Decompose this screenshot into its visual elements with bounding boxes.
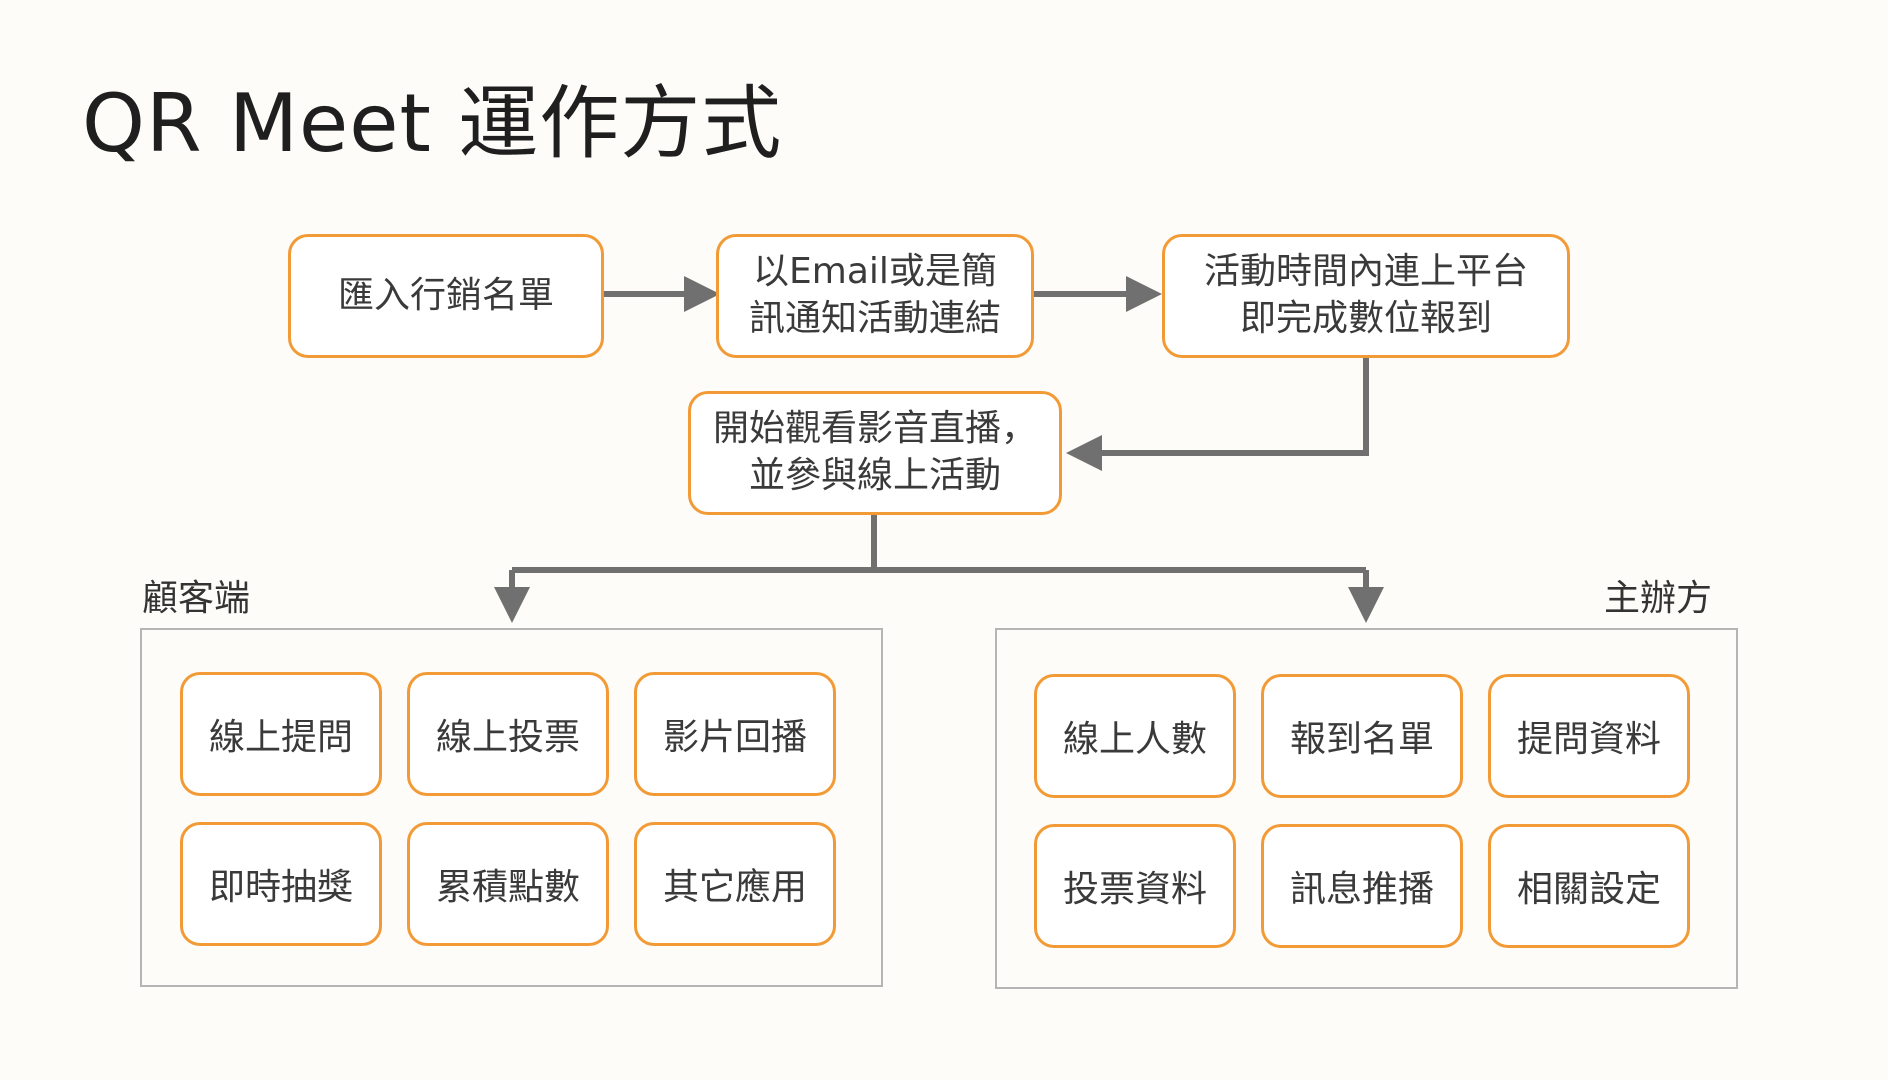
page-title: QR Meet 運作方式	[82, 77, 783, 170]
customer-item-online-question: 線上提問	[180, 672, 382, 796]
customer-item-instant-lottery: 即時抽獎	[180, 822, 382, 946]
organizer-panel-label: 主辦方	[1604, 578, 1713, 619]
organizer-panel	[995, 628, 1738, 989]
flow-step-checkin-line2: 即完成數位報到	[1239, 298, 1492, 339]
flow-step-watch-live-line1: 開始觀看影音直播，	[712, 408, 1037, 450]
flow-step-notify-link-line1: 以Email或是簡	[753, 251, 997, 293]
flow-step-watch-live: 開始觀看影音直播， 並參與線上活動	[688, 391, 1062, 515]
organizer-item-checkin-list: 報到名單	[1261, 674, 1463, 798]
customer-panel-label: 顧客端	[142, 578, 251, 619]
flow-step-checkin: 活動時間內連上平台 即完成數位報到	[1162, 234, 1570, 358]
flow-step-notify-link: 以Email或是簡 訊通知活動連結	[716, 234, 1034, 358]
customer-item-other-apps: 其它應用	[634, 822, 836, 946]
flow-step-notify-link-line2: 訊通知活動連結	[748, 298, 1001, 339]
flow-step-import-list: 匯入行銷名單	[288, 234, 604, 358]
organizer-item-online-count: 線上人數	[1034, 674, 1236, 798]
customer-item-video-replay: 影片回播	[634, 672, 836, 796]
arrow-step3-step4	[1066, 358, 1369, 471]
organizer-item-message-push: 訊息推播	[1261, 824, 1463, 948]
customer-panel	[140, 628, 883, 987]
organizer-item-related-settings: 相關設定	[1488, 824, 1690, 948]
customer-item-accumulate-points: 累積點數	[407, 822, 609, 946]
organizer-item-vote-data: 投票資料	[1034, 824, 1236, 948]
flow-step-checkin-line1: 活動時間內連上平台	[1203, 251, 1528, 293]
organizer-item-question-data: 提問資料	[1488, 674, 1690, 798]
customer-item-online-vote: 線上投票	[407, 672, 609, 796]
flow-step-import-list-text: 匯入行銷名單	[337, 274, 554, 316]
flow-step-watch-live-line2: 並參與線上活動	[748, 455, 1001, 496]
